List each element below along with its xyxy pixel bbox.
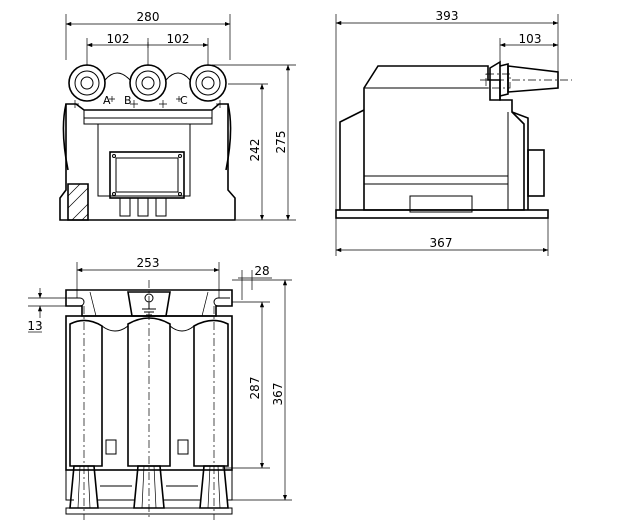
dim-front-upper-height: 242	[248, 139, 262, 162]
bottom-view: 253 28 13 287 367	[27, 256, 292, 520]
dim-front-overall-width: 280	[137, 10, 160, 24]
terminal-label-b: B	[124, 94, 132, 107]
dim-bottom-slot-width: 13	[27, 319, 42, 333]
terminal-label-a: A	[103, 94, 111, 107]
dim-bottom-mounting-depth: 287	[248, 377, 262, 400]
front-view: A B C 280 102 102 242 275	[59, 10, 296, 221]
side-view: 393 103 367	[335, 9, 572, 256]
dim-bottom-overall-depth: 367	[271, 383, 285, 406]
dim-front-pitch-left: 102	[107, 32, 130, 46]
dim-side-base-length: 367	[430, 236, 453, 250]
terminal-a	[68, 64, 106, 102]
dim-side-overall-length: 393	[436, 9, 459, 23]
dim-bottom-flange-offset: 28	[254, 264, 269, 278]
dim-bottom-mounting-width: 253	[137, 256, 160, 270]
terminal-label-c: C	[180, 94, 188, 107]
dim-front-pitch-right: 102	[167, 32, 190, 46]
terminal-c	[189, 64, 227, 102]
dim-front-overall-height: 275	[274, 131, 288, 154]
dim-side-bushing-length: 103	[519, 32, 542, 46]
terminal-b	[129, 64, 167, 102]
ground-crosses	[71, 96, 224, 108]
